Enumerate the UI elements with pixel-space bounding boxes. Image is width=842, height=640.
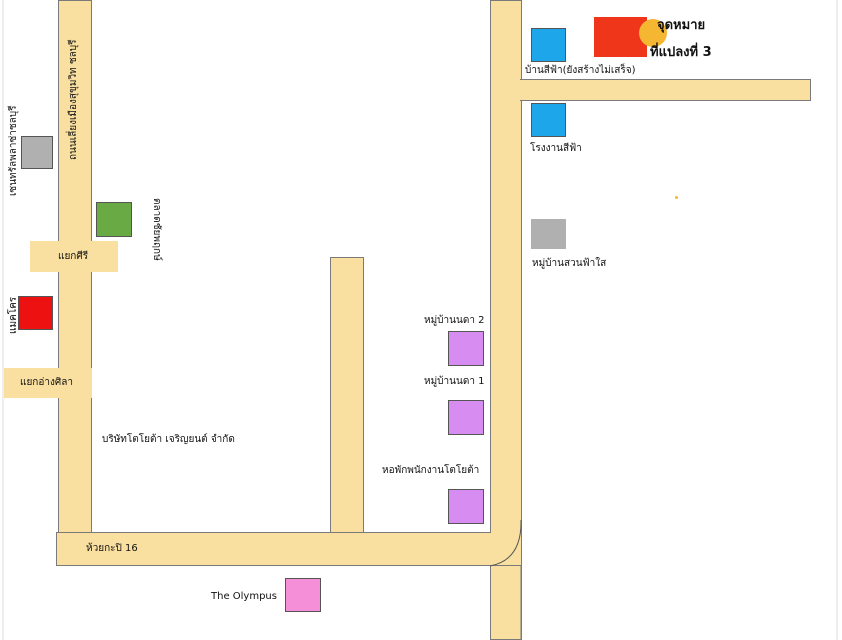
huay-kapi-label: ห้วยกะปิ 16 xyxy=(86,543,138,554)
junction-top-right xyxy=(491,80,523,100)
nada-village-2-marker xyxy=(448,331,484,366)
nada-village-1-label: หมู่บ้านนดา 1 xyxy=(424,376,485,387)
toyota-company-label: บริษัทโตโยต้า เจริญยนต์ จำกัด xyxy=(102,434,235,445)
left-gray-place-marker xyxy=(21,136,53,169)
road-middle-vertical xyxy=(330,257,364,562)
frame-right xyxy=(836,0,838,640)
junction-bottom-middle xyxy=(331,533,363,565)
yaek-siri-pad xyxy=(30,241,118,272)
bypass-road-label: ถนนเลี่ยงเมืองสุขุมวิท ชลบุรี xyxy=(68,39,79,160)
nada-village-1-marker xyxy=(448,400,484,435)
junction-bottom-right xyxy=(491,520,521,565)
olympus-marker xyxy=(285,578,321,612)
road-left-vertical xyxy=(58,0,92,562)
suanfa-village-marker xyxy=(531,219,566,249)
nada-village-2-label: หมู่บ้านนดา 2 xyxy=(424,315,485,326)
blue-house-marker xyxy=(531,28,566,62)
left-red-place-label: แมคโคร xyxy=(8,296,19,334)
road-bottom-horizontal xyxy=(56,532,522,566)
yaek-siri-label: แยกศีรี xyxy=(58,251,89,262)
yaek-ang-sila-label: แยกอ่างศิลา xyxy=(20,377,73,388)
chaiyaphruek-market-label: ตลาดชัยพฤกษ์ xyxy=(151,198,162,261)
left-gray-place-label: เซนทรัลพลาซ่าชลบุรี xyxy=(8,105,19,196)
blue-factory-label: โรงงานสีฟ้า xyxy=(530,143,582,154)
toyota-dorm-marker xyxy=(448,489,484,524)
destination-dot xyxy=(639,19,667,47)
junction-bottom-left xyxy=(59,533,91,565)
destination-line2: ที่แปลงที่ 3 xyxy=(650,45,712,60)
destination-line1: จุดหมาย xyxy=(657,18,706,33)
small-yellow-dot xyxy=(675,196,678,199)
chaiyaphruek-market-marker xyxy=(96,202,132,237)
yaek-ang-sila-pad xyxy=(4,368,92,398)
blue-factory-marker xyxy=(531,103,566,137)
frame-left xyxy=(2,0,4,640)
toyota-dorm-label: หอพักพนักงานโตโยต้า xyxy=(382,465,480,476)
olympus-label: The Olympus xyxy=(211,591,277,602)
destination-marker xyxy=(594,17,647,57)
left-red-place-marker xyxy=(18,296,53,330)
suanfa-village-label: หมู่บ้านสวนฟ้าใส xyxy=(532,258,607,269)
blue-house-label: บ้านสีฟ้า(ยังสร้างไม่เสร็จ) xyxy=(525,65,636,76)
